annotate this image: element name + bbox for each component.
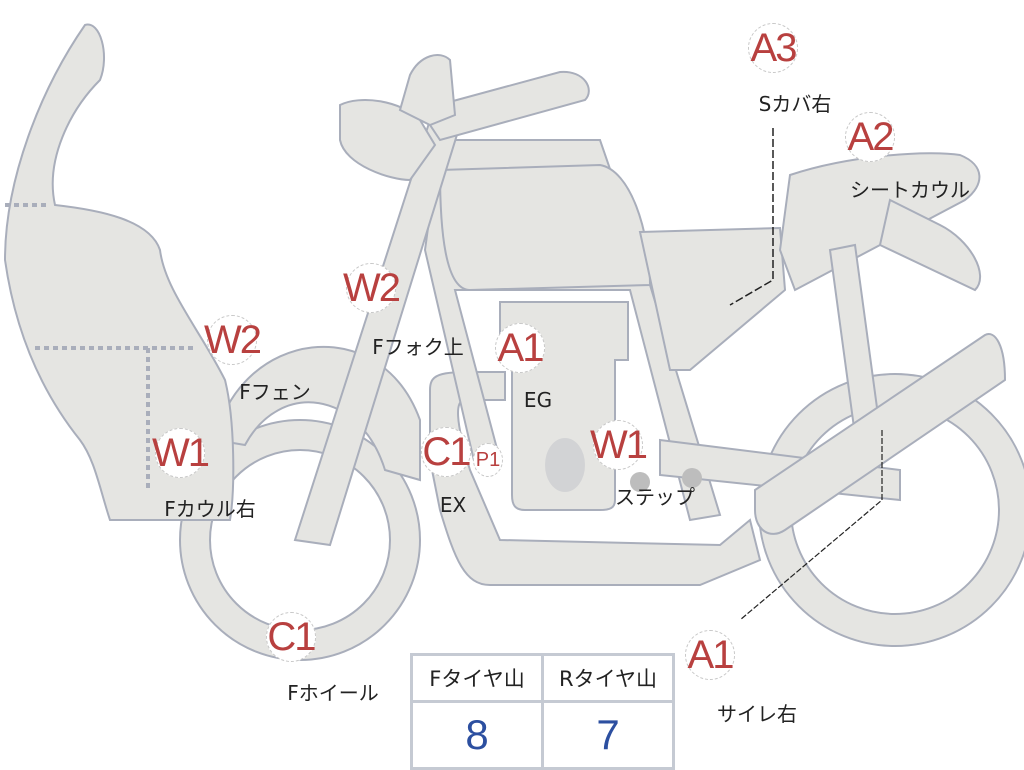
marker-front-fender[interactable]: W2: [204, 315, 262, 365]
label-engine: EG: [523, 388, 553, 412]
front-tire-header: Fタイヤ山: [410, 653, 544, 703]
label-side-cover: Sカバ右: [758, 92, 832, 116]
marker-muffler-right[interactable]: A1: [685, 630, 735, 680]
fuel-tank: [438, 163, 652, 292]
front-tire-value: 8: [410, 700, 544, 770]
rear-tire-header: Rタイヤ山: [541, 653, 675, 703]
marker-step[interactable]: W1: [590, 420, 648, 470]
label-muffler-right: サイレ右: [717, 702, 797, 726]
marker-seat-cowl[interactable]: A2: [845, 112, 895, 162]
label-step: ステップ: [615, 485, 695, 509]
front-cowl: [3, 23, 235, 521]
tire-tread-table: Fタイヤ山 Rタイヤ山 8 7: [410, 653, 675, 770]
marker-exhaust[interactable]: C1: [421, 427, 472, 477]
label-front-cowl-right: Fカウル右: [164, 497, 256, 521]
marker-exhaust-p1[interactable]: P1: [473, 443, 503, 477]
label-exhaust: EX: [439, 493, 467, 517]
marker-side-cover[interactable]: A3: [748, 23, 798, 73]
marker-front-fork[interactable]: W2: [343, 263, 401, 313]
side-cover: [638, 226, 787, 371]
label-seat-cowl: シートカウル: [850, 178, 970, 202]
handlebar: [418, 70, 590, 142]
rear-tire-value: 7: [541, 700, 675, 770]
marker-engine[interactable]: A1: [495, 323, 545, 373]
marker-front-wheel[interactable]: C1: [266, 612, 317, 662]
muffler: [754, 333, 1007, 535]
label-front-fender: Fフェン: [239, 380, 311, 404]
label-front-fork: Fフォク上: [372, 335, 464, 359]
label-front-wheel: Fホイール: [287, 681, 379, 705]
marker-front-cowl-right[interactable]: W1: [152, 428, 210, 478]
